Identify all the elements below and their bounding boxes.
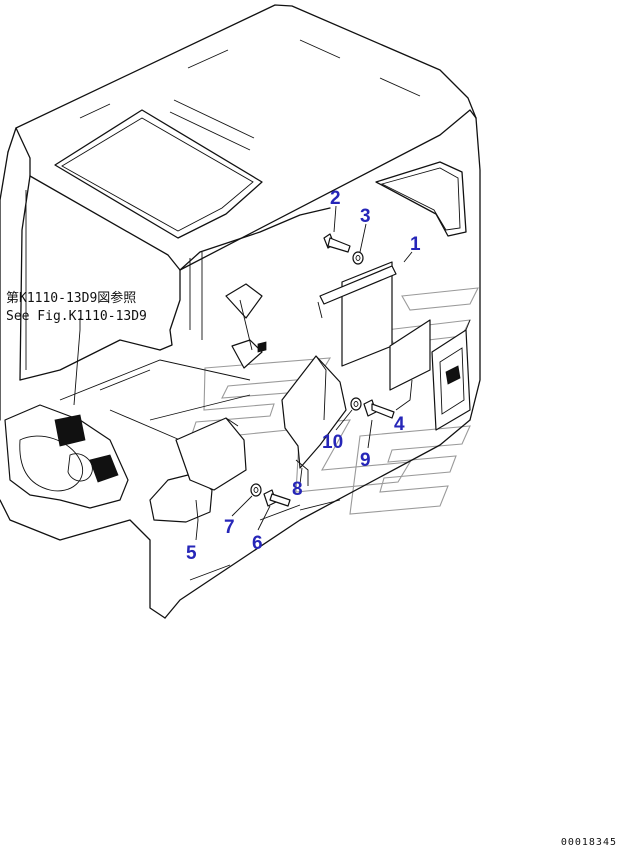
callout-8: 8 [292, 479, 303, 500]
part-3-washer [352, 251, 364, 265]
part-8-duct [281, 355, 347, 486]
part-4-panel [389, 319, 471, 431]
part-6-bolt [263, 489, 291, 507]
part-7-washer [250, 483, 262, 497]
left-console [4, 404, 129, 509]
callout-7: 7 [224, 517, 235, 538]
callout-leaders [195, 205, 413, 541]
part-10-washer [350, 397, 362, 411]
callout-1: 1 [410, 234, 421, 255]
callout-10: 10 [322, 432, 343, 453]
callout-6: 6 [252, 533, 263, 554]
cab-body [0, 4, 481, 619]
callout-3: 3 [360, 206, 371, 227]
callout-4: 4 [394, 414, 405, 435]
callout-9: 9 [360, 450, 371, 471]
upper-bracket [225, 283, 267, 369]
part-2-bolt [323, 233, 351, 253]
figure-code: 00018345 [561, 837, 617, 848]
part-9-bolt [363, 399, 395, 419]
reference-leader [73, 318, 81, 406]
callout-5: 5 [186, 543, 197, 564]
reference-note-japanese: 第K1110-13D9図参照 [6, 290, 136, 306]
part-1-plate [317, 261, 397, 367]
callout-2: 2 [330, 188, 341, 209]
part-5-duct [149, 417, 247, 523]
reference-note-english: See Fig.K1110-13D9 [6, 309, 147, 324]
